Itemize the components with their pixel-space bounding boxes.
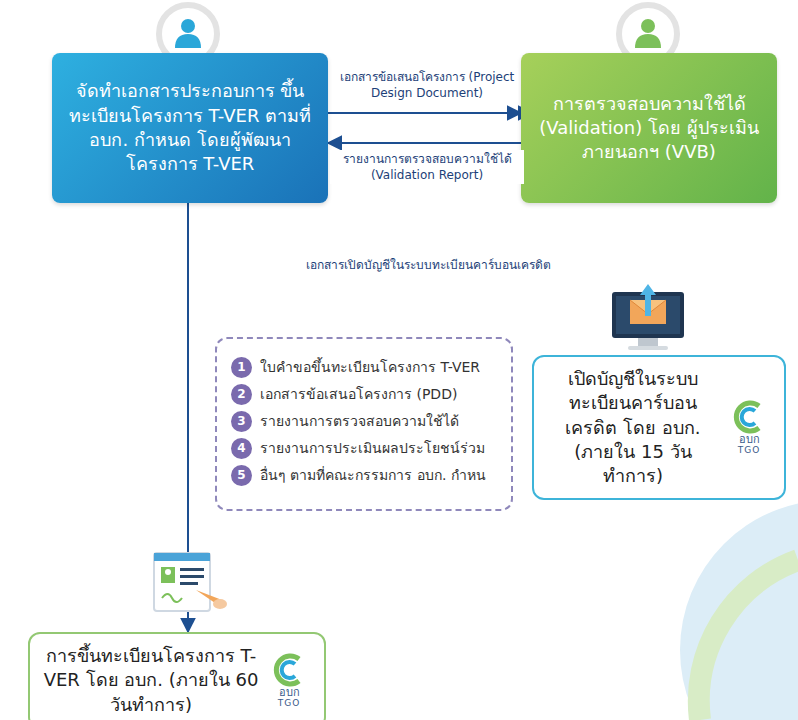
list-row: 5 อื่นๆ ตามที่คณะกรรมการ อบก. กำหน xyxy=(231,464,497,486)
list-row: 4 รายงานการประเมินผลประโยชน์ร่วม xyxy=(231,437,497,459)
logo-text: อบก xyxy=(279,687,300,699)
list-row: 3 รายงานการตรวจสอบความใช้ได้ xyxy=(231,410,497,432)
process-box: การตรวจสอบความใช้ได้ (Validation) โดย ผู… xyxy=(521,53,777,203)
list-item: ใบคำขอขึ้นทะเบียนโครงการ T-VER xyxy=(260,356,480,378)
edge-label: เอกสารข้อเสนอโครงการ (Project Design Doc… xyxy=(336,68,518,102)
process-box: การขึ้นทะเบียนโครงการ T-VER โดย อบก. (ภา… xyxy=(28,632,326,720)
list-item: รายงานการประเมินผลประโยชน์ร่วม xyxy=(260,437,485,459)
logo-text: TGO xyxy=(278,699,301,708)
list-item: อื่นๆ ตามที่คณะกรรมการ อบก. กำหน xyxy=(260,464,486,486)
monitor-icon xyxy=(612,284,684,350)
callout-number: 2 xyxy=(231,384,252,405)
process-box: จัดทำเอกสารประกอบการ ขึ้นทะเบียนโครงการ … xyxy=(52,53,328,203)
flow-arrow xyxy=(328,112,532,114)
tgo-logo-block: อบกTGO xyxy=(266,653,312,708)
callout-number: 5 xyxy=(231,465,252,486)
document-icon xyxy=(154,553,227,611)
callout-number: 4 xyxy=(231,438,252,459)
box-text: การตรวจสอบความใช้ได้ (Validation) โดย ผู… xyxy=(537,92,761,165)
tgo-logo-block: อบกTGO xyxy=(726,400,772,455)
list-row: 2 เอกสารข้อเสนอโครงการ (PDD) xyxy=(231,383,497,405)
document-list: 1 ใบคำขอขึ้นทะเบียนโครงการ T-VER 2 เอกสารข้… xyxy=(215,337,513,511)
box-text: การขึ้นทะเบียนโครงการ T-VER โดย อบก. (ภา… xyxy=(42,644,260,717)
box-text: เปิดบัญชีในระบบ ทะเบียนคาร์บอนเครดิต โดย… xyxy=(546,367,720,488)
logo-text: อบก xyxy=(739,434,760,446)
callout-number: 3 xyxy=(231,411,252,432)
list-item: เอกสารข้อเสนอโครงการ (PDD) xyxy=(260,383,457,405)
flow-arrow xyxy=(328,142,521,144)
process-box: เปิดบัญชีในระบบ ทะเบียนคาร์บอนเครดิต โดย… xyxy=(532,355,786,500)
tgo-logo xyxy=(269,653,309,687)
edge-label: รายงานการตรวจสอบความใช้ได้ (Validation R… xyxy=(330,150,524,184)
tgo-logo xyxy=(729,400,769,434)
list-row: 1 ใบคำขอขึ้นทะเบียนโครงการ T-VER xyxy=(231,356,497,378)
logo-text: TGO xyxy=(738,446,761,455)
callout-number: 1 xyxy=(231,357,252,378)
list-item: รายงานการตรวจสอบความใช้ได้ xyxy=(260,410,459,432)
box-text: จัดทำเอกสารประกอบการ ขึ้นทะเบียนโครงการ … xyxy=(68,79,312,176)
edge-label: เอกสารเปิดบัญชีในระบบทะเบียนคาร์บอนเครดิ… xyxy=(270,256,586,274)
